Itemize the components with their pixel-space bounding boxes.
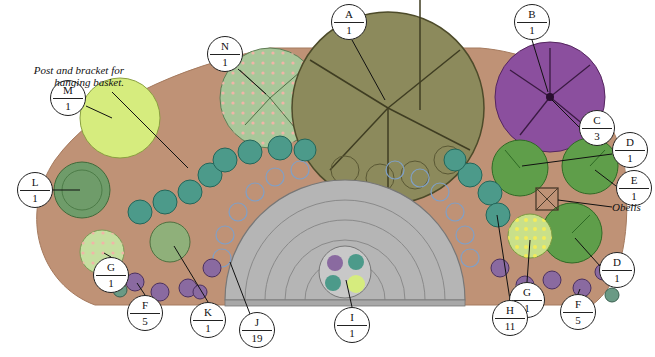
- plant-key: N: [208, 40, 242, 52]
- plant-quantity: 3: [580, 130, 614, 142]
- plant-key: B: [515, 8, 549, 20]
- plant-key: G: [94, 261, 128, 273]
- callout-divider: [96, 275, 126, 276]
- callout-divider: [20, 190, 50, 191]
- callout-circle: D1: [612, 132, 648, 168]
- callout-divider: [602, 270, 632, 271]
- plant-quantity: 1: [613, 152, 647, 164]
- plant-key: C: [580, 114, 614, 126]
- plant-quantity: 1: [335, 327, 369, 339]
- plant-key: I: [335, 311, 369, 323]
- callout-divider: [242, 330, 272, 331]
- plant-key: L: [18, 176, 52, 188]
- plant-key: D: [600, 256, 634, 268]
- callout-divider: [337, 325, 367, 326]
- plant-quantity: 1: [515, 24, 549, 36]
- callout-circle: C3: [579, 110, 615, 146]
- callout-divider: [495, 318, 525, 319]
- note-label: Post and bracket for hanging basket.: [14, 64, 124, 88]
- plant-quantity: 1: [51, 100, 85, 112]
- plant-key: F: [561, 298, 595, 310]
- callout-circle: H 11: [492, 300, 528, 336]
- plant-quantity: 1: [94, 277, 128, 289]
- callout-divider: [210, 54, 240, 55]
- callout-divider: [563, 312, 593, 313]
- callout-circle: J 19: [239, 312, 275, 348]
- callout-divider: [619, 188, 649, 189]
- plant-key: J: [240, 316, 274, 328]
- callout-divider: [193, 320, 223, 321]
- callout-circle: B1: [514, 4, 550, 40]
- callout-circle: D1: [599, 252, 635, 288]
- plant-quantity: 19: [240, 332, 274, 344]
- plant-key: E: [617, 174, 651, 186]
- callout-circle: F5: [560, 294, 596, 330]
- callout-divider: [130, 313, 160, 314]
- callout-circle: A1: [331, 4, 367, 40]
- callout-circle: L1: [17, 172, 53, 208]
- plant-quantity: 1: [18, 192, 52, 204]
- feature-label: Obelis: [612, 201, 641, 213]
- plant-quantity: 5: [561, 314, 595, 326]
- callout-divider: [582, 128, 612, 129]
- callout-circle: F5: [127, 295, 163, 331]
- callout-circle: I1: [334, 307, 370, 343]
- plant-quantity: 1: [191, 322, 225, 334]
- plant-quantity: 1: [208, 56, 242, 68]
- callout-divider: [53, 98, 83, 99]
- plant-key: K: [191, 306, 225, 318]
- callout-circle: G1: [93, 257, 129, 293]
- callout-circle: E1: [616, 170, 652, 206]
- callout-divider: [334, 22, 364, 23]
- plant-key: F: [128, 299, 162, 311]
- plant-quantity: 5: [128, 315, 162, 327]
- callout-circle: N1: [207, 36, 243, 72]
- plant-key: G: [510, 286, 544, 298]
- plant-key: H: [493, 304, 527, 316]
- callout-circle: K1: [190, 302, 226, 338]
- plant-quantity: 11: [493, 320, 527, 332]
- plant-key: A: [332, 8, 366, 20]
- callout-divider: [517, 22, 547, 23]
- callout-divider: [615, 150, 645, 151]
- plant-quantity: 1: [600, 272, 634, 284]
- plant-key: D: [613, 136, 647, 148]
- plant-quantity: 1: [332, 24, 366, 36]
- plant-quantity: 1: [617, 190, 651, 202]
